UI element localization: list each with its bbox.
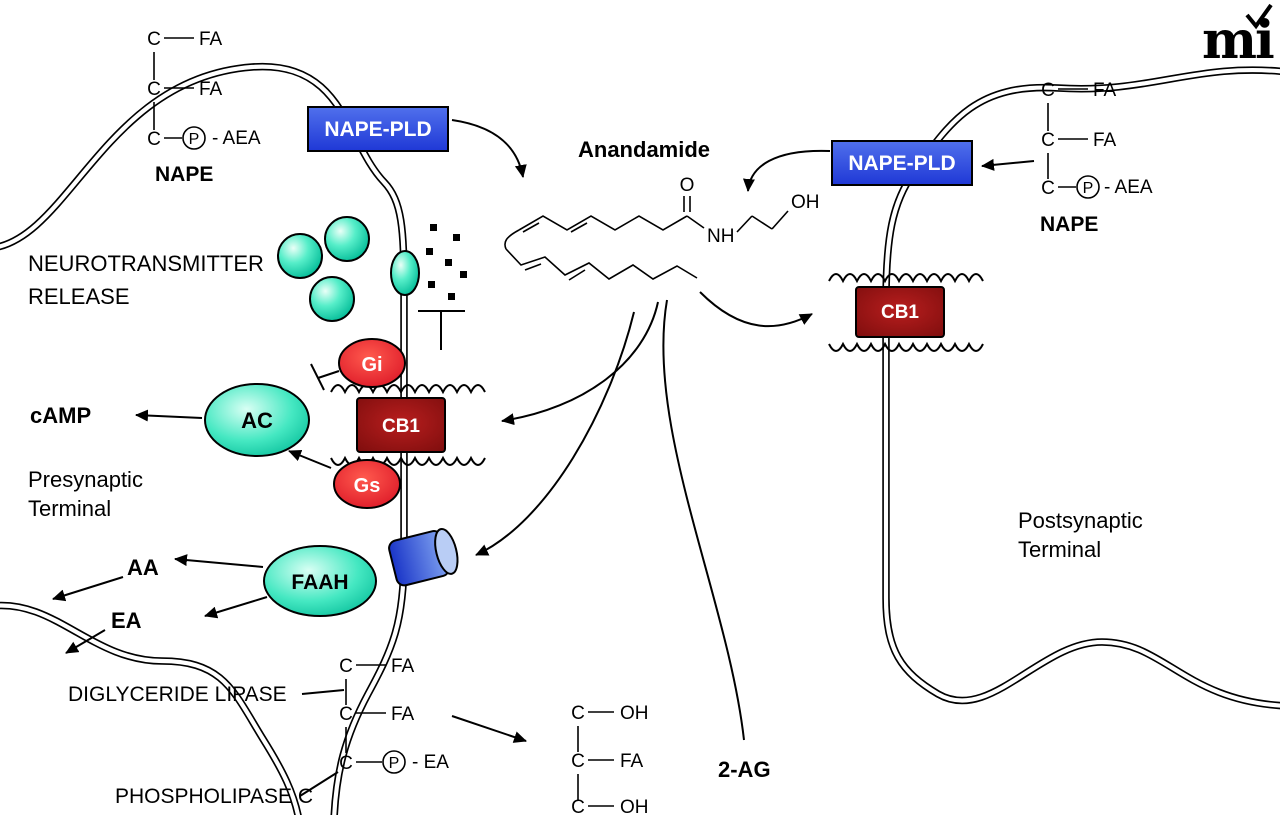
carbon: C — [571, 797, 585, 815]
ac-label: AC — [241, 408, 273, 433]
anandamide-transporter — [388, 527, 459, 587]
phospholipase-c-label: PHOSPHOLIPASE C — [115, 785, 313, 808]
aea-headgroup: - AEA — [1104, 177, 1153, 198]
carbon: C — [339, 753, 353, 774]
carbon: C — [1041, 130, 1055, 151]
nape-label-left: NAPE — [155, 163, 213, 186]
ea-to-membrane-arrow — [65, 629, 106, 654]
fatty-acid: FA — [199, 79, 223, 100]
dag-to-2ag-arrow — [451, 715, 527, 743]
adenylyl-cyclase: AC — [204, 383, 310, 457]
fatty-acid: FA — [199, 29, 223, 50]
phospholipase-c-pointer — [299, 771, 339, 797]
vesicle — [324, 216, 370, 262]
phosphate: P — [189, 131, 200, 148]
faah-to-ea-arrow — [204, 596, 268, 619]
gi-to-ac-inhibition-bar — [310, 363, 325, 391]
neurotransmitter-dots — [426, 224, 467, 300]
nape-to-napepld-right-arrow — [981, 158, 1035, 171]
gs-label: Gs — [354, 475, 381, 497]
fusing-vesicle — [390, 250, 420, 296]
ea-label: EA — [111, 608, 142, 633]
phosphate: P — [1083, 180, 1094, 197]
postsynaptic-terminal-label: Terminal — [1018, 537, 1101, 562]
nape-structure-right: C C C FA FA P - AEA NAPE — [1040, 80, 1153, 236]
carbon: C — [147, 29, 161, 50]
aa-label: AA — [127, 555, 159, 580]
anandamide-oxygen: O — [680, 175, 695, 196]
anandamide-title: Anandamide — [578, 137, 710, 162]
dag-phospholipid-structure: C C C FA FA P - EA — [339, 656, 449, 774]
hydroxyl: OH — [620, 797, 649, 815]
gi-label: Gi — [361, 354, 382, 376]
two-ag-structure: C C C OH FA OH — [571, 703, 648, 815]
vesicle — [277, 233, 323, 279]
aa-to-membrane-arrow — [52, 576, 124, 602]
carbon: C — [1041, 178, 1055, 199]
phosphate: P — [389, 755, 400, 772]
journal-logo-text: mi — [1202, 10, 1274, 71]
nape-pld-right: NAPE-PLD — [831, 140, 973, 186]
anandamide-to-cb1-left-arrow — [501, 301, 659, 426]
two-ag-to-cb1-curve — [662, 299, 745, 741]
diglyceride-lipase-pointer — [301, 689, 345, 695]
vesicle — [309, 276, 355, 322]
anandamide-oh: OH — [791, 192, 820, 213]
aea-headgroup: - AEA — [212, 128, 261, 149]
cb1-receptor-right: CB1 — [828, 273, 984, 352]
nape-structure-left: C C C FA FA P - AEA NAPE — [147, 29, 261, 186]
presynaptic-terminal-label: Terminal — [28, 496, 111, 521]
nape-label-right: NAPE — [1040, 213, 1098, 236]
gs-to-ac-arrow — [288, 449, 332, 469]
neurotransmitter-release-label: NEUROTRANSMITTER — [28, 251, 264, 276]
anandamide-structure: O NH OH — [504, 175, 820, 281]
napepld-right-to-anandamide-arrow — [742, 149, 831, 192]
fatty-acid: FA — [391, 704, 415, 725]
carbon: C — [571, 703, 585, 724]
fatty-acid: FA — [620, 751, 644, 772]
gi-to-ac-inhibition-stem — [317, 370, 340, 379]
postsynaptic-terminal-label: Postsynaptic — [1018, 508, 1143, 533]
carbon: C — [339, 704, 353, 725]
presynaptic-membrane — [0, 62, 408, 815]
camp-label: cAMP — [30, 403, 91, 428]
pathway-arrows — [52, 119, 1035, 797]
ea-headgroup: - EA — [412, 752, 449, 773]
faah-label: FAAH — [291, 571, 348, 594]
cb1-label: CB1 — [382, 416, 420, 437]
carbon: C — [339, 656, 353, 677]
faah-to-aa-arrow — [174, 554, 264, 568]
two-ag-label: 2-AG — [718, 757, 771, 782]
synaptic-vesicles — [277, 216, 420, 322]
cb1-receptor-left: CB1 — [330, 384, 486, 466]
gs-protein: Gs — [333, 459, 401, 509]
gi-protein: Gi — [338, 338, 406, 388]
carbon: C — [571, 751, 585, 772]
carbon: C — [1041, 80, 1055, 101]
presynaptic-terminal-label: Presynaptic — [28, 467, 143, 492]
fatty-acid: FA — [1093, 130, 1117, 151]
nape-pld-label: NAPE-PLD — [324, 118, 431, 141]
diglyceride-lipase-label: DIGLYCERIDE LIPASE — [68, 683, 287, 706]
ac-to-camp-arrow — [135, 409, 203, 422]
nape-pld-label: NAPE-PLD — [848, 152, 955, 175]
nape-pld-left: NAPE-PLD — [307, 106, 449, 152]
cb1-label: CB1 — [881, 302, 919, 323]
anandamide-nh: NH — [707, 226, 734, 247]
hydroxyl: OH — [620, 703, 649, 724]
fatty-acid: FA — [391, 656, 415, 677]
fatty-acid: FA — [1093, 80, 1117, 101]
neurotransmitter-release-label: RELEASE — [28, 284, 130, 309]
napepld-left-to-anandamide-arrow — [451, 119, 527, 178]
anandamide-to-cb1-right-arrow — [699, 291, 813, 328]
journal-logo-check-icon — [1245, 3, 1273, 30]
carbon: C — [147, 79, 161, 100]
anandamide-to-transporter-arrow — [475, 311, 635, 556]
faah-enzyme: FAAH — [263, 545, 377, 617]
carbon: C — [147, 129, 161, 150]
journal-logo: mi — [1202, 3, 1276, 71]
